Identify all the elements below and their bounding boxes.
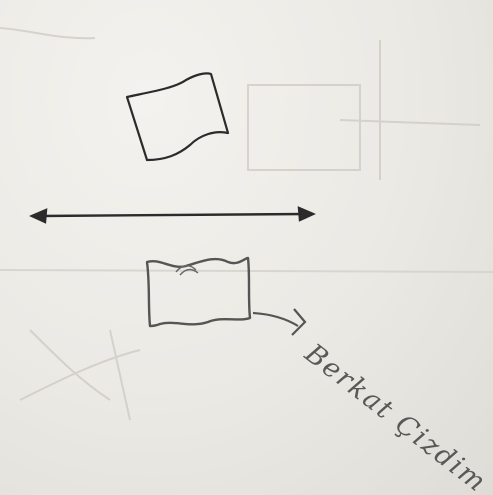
wavy-flag-top [127, 73, 228, 160]
double-headed-arrow [32, 208, 313, 222]
curved-arrow-to-label [253, 309, 305, 335]
faint-background-marks [0, 28, 493, 420]
wavy-rectangle-bottom [147, 258, 250, 326]
